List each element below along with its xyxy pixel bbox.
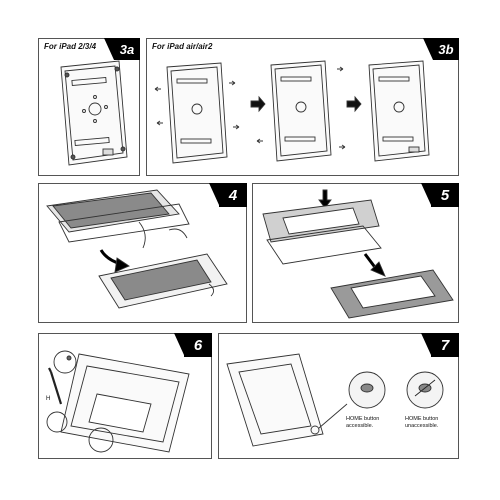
step-7-badge: 7 [421, 333, 459, 357]
step-3a-panel: For iPad 2/3/4 3a [38, 38, 140, 176]
step-5-badge: 5 [421, 183, 459, 207]
step-4-badge: 4 [209, 183, 247, 207]
attach-cover-diagram [262, 189, 454, 319]
step-3b-panel: For iPad air/air2 3b [146, 38, 459, 176]
step-7-panel: 7 HOME button accessible. HOME button un… [218, 333, 459, 459]
step-4-panel: 4 [38, 183, 247, 323]
home-button-options-diagram [226, 353, 444, 447]
insert-ipad-diagram [46, 189, 228, 309]
back-plate-diagram [60, 60, 128, 166]
step-3b-badge: 3b [423, 38, 459, 60]
step-3b-title: For iPad air/air2 [152, 42, 213, 51]
tighten-screws-diagram [46, 350, 190, 453]
allen-key-label: H [46, 396, 51, 402]
home-unaccessible-caption: HOME button unaccessible. [405, 416, 439, 429]
step-6-panel: 6 H [38, 333, 212, 459]
step-3a-title: For iPad 2/3/4 [44, 42, 97, 51]
home-accessible-caption: HOME button accessible. [346, 416, 380, 429]
step-5-panel: 5 [252, 183, 459, 323]
step-3a-badge: 3a [104, 38, 140, 60]
step-6-badge: 6 [174, 333, 212, 357]
back-plate-sequence-diagram [154, 60, 430, 164]
